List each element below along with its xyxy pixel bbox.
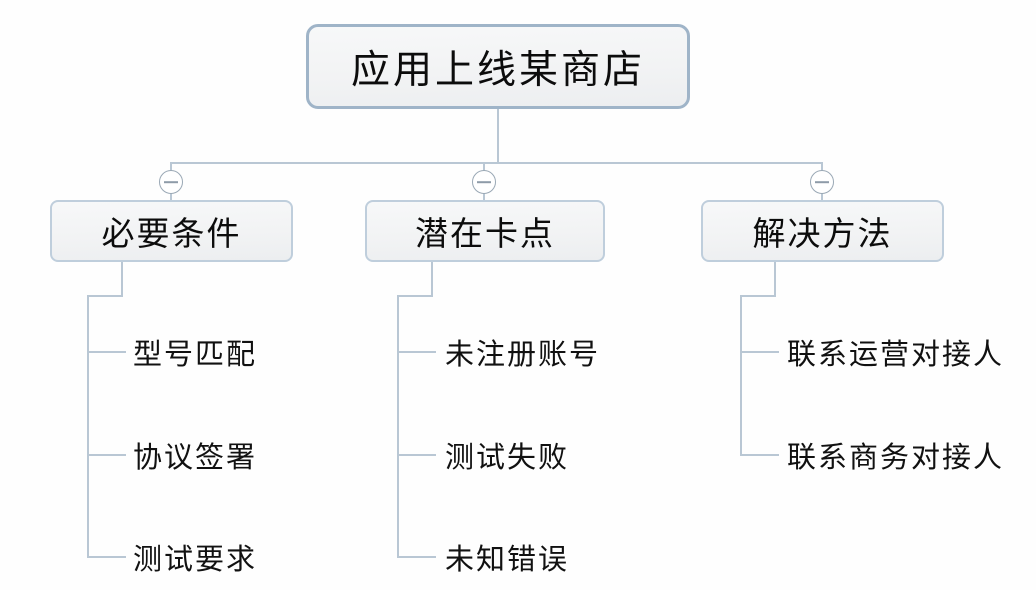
leaf-node-1-2[interactable]: 协议签署: [133, 442, 258, 474]
spine-branch-1: [87, 261, 123, 558]
leaf-node-1-1[interactable]: 型号匹配: [133, 339, 258, 371]
leaf-node-2-1[interactable]: 未注册账号: [445, 339, 601, 371]
collapse-toggle-icon-branch-2[interactable]: [472, 170, 496, 194]
branch-node-必要条件[interactable]: 必要条件: [50, 200, 293, 262]
branch-node-潜在卡点[interactable]: 潜在卡点: [365, 200, 605, 262]
collapse-toggle-icon-branch-1[interactable]: [159, 170, 183, 194]
leaf-node-2-3[interactable]: 未知错误: [445, 544, 570, 576]
leaf-node-1-3[interactable]: 测试要求: [133, 544, 258, 576]
root-node[interactable]: 应用上线某商店: [306, 24, 690, 109]
leaf-node-3-2[interactable]: 联系商务对接人: [787, 442, 1005, 474]
leaf-node-3-1[interactable]: 联系运营对接人: [787, 339, 1005, 371]
spine-branch-2: [397, 261, 433, 558]
leaf-node-2-2[interactable]: 测试失败: [445, 442, 570, 474]
collapse-toggle-icon-branch-3[interactable]: [810, 170, 834, 194]
spine-branch-3: [740, 261, 776, 456]
branch-node-解决方法[interactable]: 解决方法: [701, 200, 944, 262]
